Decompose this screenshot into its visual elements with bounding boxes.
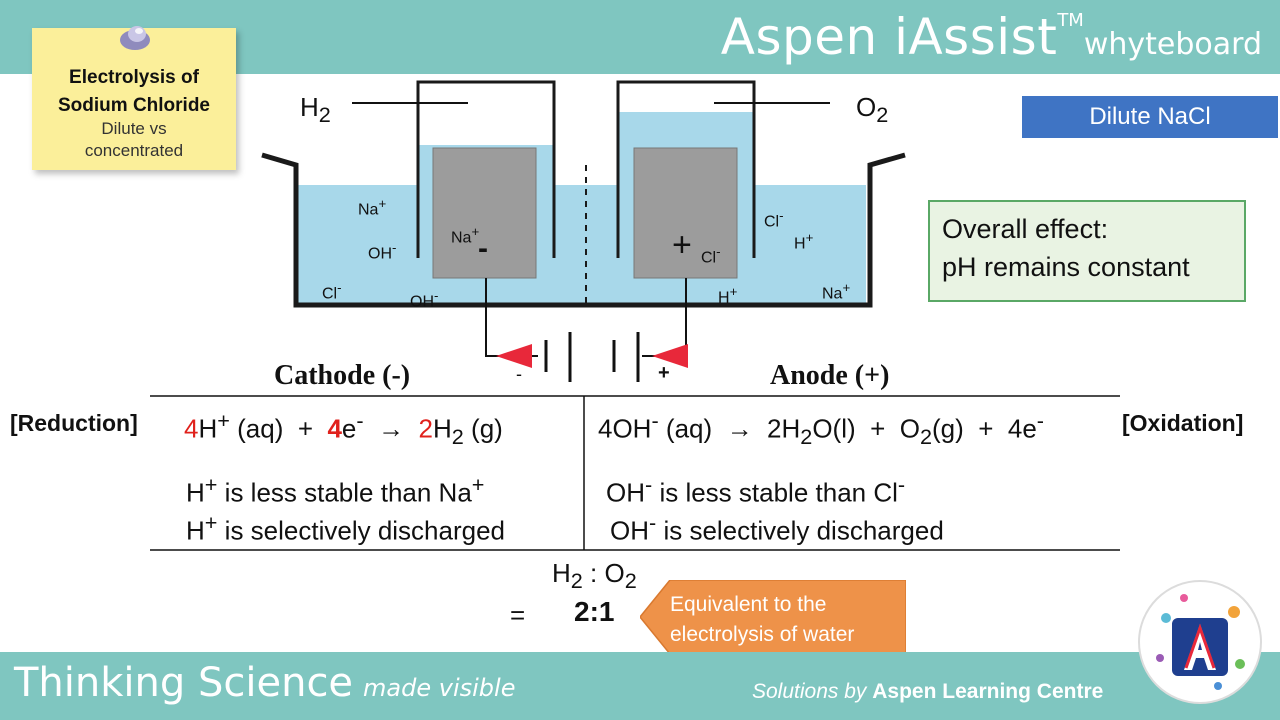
brand-title: Aspen iAssistTMwhyteboard <box>721 8 1262 66</box>
h2-label: H2 <box>300 92 331 128</box>
topic-sticky-note: Electrolysis of Sodium Chloride Dilute v… <box>32 28 236 170</box>
equivalence-callout <box>640 580 906 654</box>
aspen-logo-icon <box>1138 580 1262 704</box>
electron-flow-arrow <box>652 344 688 368</box>
battery-minus-sign: - <box>516 364 522 384</box>
cathode-minus-sign: - <box>478 232 488 265</box>
battery-plus-sign: + <box>658 362 670 384</box>
anode-note-1: OH- is less stable than Cl- <box>606 472 906 508</box>
ion-cl-anode: Cl- <box>701 244 721 267</box>
anode-electrode <box>633 147 738 279</box>
brand-sub: whyteboard <box>1083 27 1262 62</box>
anode-tube <box>616 80 756 258</box>
reduction-tag: [Reduction] <box>10 410 138 436</box>
dilute-nacl-label: Dilute NaCl <box>1022 96 1278 138</box>
ratio-value: 2:1 <box>574 596 615 627</box>
callout-text: Equivalent to the electrolysis of water <box>670 593 855 646</box>
ratio-label: H2 : O2 <box>552 558 637 594</box>
cathode-note-2: H+ is selectively discharged <box>186 510 506 546</box>
anode-equation: 4OH- (aq) → 2H2O(l) + O2(g) + 4e- <box>598 408 1044 449</box>
ion-oh-left: OH- <box>368 240 397 263</box>
anode-note-2: OH- is selectively discharged <box>610 510 944 546</box>
anode-plus-sign: + <box>672 226 692 264</box>
brand-name: Aspen iAssist <box>720 8 1058 66</box>
o2-label: O2 <box>856 92 889 128</box>
note-subtitle: Dilute vs concentrated <box>84 119 184 160</box>
cathode-note-1: H+ is less stable than Na+ <box>186 472 485 508</box>
cathode-electrode <box>432 147 537 279</box>
ion-h-right: H+ <box>794 230 814 253</box>
pushpin-icon <box>120 26 150 50</box>
footer-bar <box>0 652 1280 720</box>
brand-tm: TM <box>1057 10 1084 31</box>
cathode-heading: Cathode (-) <box>274 360 411 391</box>
tank-outline <box>261 152 906 308</box>
ion-oh-bottom: OH- <box>410 288 439 311</box>
ion-na-left: Na+ <box>358 196 387 219</box>
ion-cl-right: Cl- <box>764 208 784 231</box>
cathode-tube <box>416 80 556 258</box>
ratio-equals: = <box>510 600 526 630</box>
footer-credit: Solutions by Aspen Learning Centre <box>752 680 1104 703</box>
ion-na-cathode: Na+ <box>451 224 480 247</box>
ion-cl-left: Cl- <box>322 280 342 303</box>
electron-flow-arrow <box>496 344 532 368</box>
note-title: Electrolysis of Sodium Chloride <box>58 67 210 116</box>
ion-h-bottom: H+ <box>718 284 738 307</box>
electrolyte-solution <box>298 185 866 307</box>
anode-heading: Anode (+) <box>770 360 890 391</box>
oxidation-tag: [Oxidation] <box>1122 410 1244 436</box>
ion-na-right: Na+ <box>822 280 851 303</box>
cathode-equation: 4H+ (aq) + 4e- → 2H2 (g) <box>184 408 503 449</box>
overall-effect-box: Overall effect: pH remains constant <box>928 200 1246 302</box>
